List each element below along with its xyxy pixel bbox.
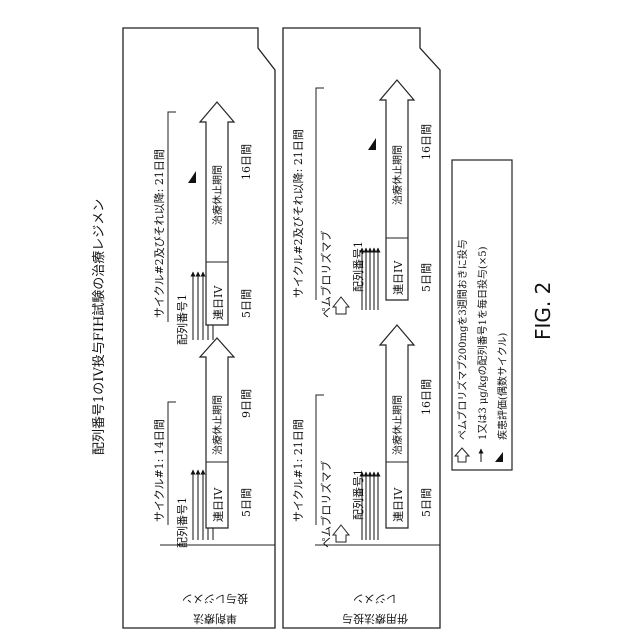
combo-cycle1-label: サイクル#1: 21日間 — [292, 419, 305, 522]
combination-panel-label: 併用療法投与 レジメン — [342, 592, 408, 626]
combo-cycle1-daily-iv: 連日IV — [391, 487, 405, 522]
monotherapy-label-line2: 投与レジメン — [182, 592, 248, 606]
legend-assessment-marker-icon — [495, 452, 503, 462]
combo-cycle1-pembro-label: ペムブロリズマブ — [319, 461, 333, 548]
monotherapy-panel: 単剤療法 投与レジメン サイクル#1: 14日間 配列番号1 連日IV 治療休止… — [123, 28, 275, 628]
legend-pembro-text: ペムブロリズマブ200mgを3週間おきに投与 — [456, 239, 469, 440]
combo-cycle2-drug-label: 配列番号1 — [351, 241, 365, 292]
combination-panel: 併用療法投与 レジメン サイクル#1: 21日間 ペムブロリズマブ 配列番号1 … — [283, 28, 440, 628]
mono-cycle1-days-on: 5日間 — [240, 488, 253, 517]
mono-cycle1-drug-label: 配列番号1 — [175, 497, 189, 548]
combo-cycle2-pembro-arrow — [333, 297, 349, 314]
mono-cycle1-label: サイクル#1: 14日間 — [153, 419, 166, 522]
mono-cycle2-daily-iv: 連日IV — [211, 285, 225, 320]
mono-cycle2-days-on: 5日間 — [240, 289, 253, 318]
combo-cycle1-drug-label: 配列番号1 — [351, 469, 365, 520]
mono-cycle1: サイクル#1: 14日間 配列番号1 連日IV 治療休止期間 5日間 9日間 — [153, 338, 253, 548]
combo-cycle2-rest-label: 治療休止期間 — [391, 145, 404, 205]
mono-cycle2-days-rest: 16日間 — [240, 144, 253, 180]
mono-cycle1-rest-label: 治療休止期間 — [211, 395, 224, 455]
monotherapy-panel-label: 単剤療法 投与レジメン — [182, 592, 248, 626]
mono-cycle2-assessment-marker — [188, 171, 196, 183]
combo-cycle2-label: サイクル#2及びそれ以降: 21日間 — [291, 129, 305, 298]
legend-pembro-arrow-icon — [455, 448, 469, 462]
combo-cycle1-days-on: 5日間 — [420, 488, 433, 517]
combo-cycle1-pembro-arrow — [333, 525, 349, 542]
combo-cycle1: サイクル#1: 21日間 ペムブロリズマブ 配列番号1 連日IV 治療休止期間 … — [292, 325, 433, 548]
mono-cycle1-daily-iv: 連日IV — [211, 487, 225, 522]
legend: ペムブロリズマブ200mgを3週間おきに投与 1又は3 μg/kgの配列番号1を… — [452, 160, 512, 470]
combo-cycle2-pembro-label: ペムブロリズマブ — [319, 231, 333, 318]
combo-cycle1-rest-label: 治療休止期間 — [391, 395, 404, 455]
mono-cycle2: サイクル#2及びそれ以降: 21日間 配列番号1 連日IV 治療休止期間 5日間… — [152, 102, 253, 345]
mono-cycle2-label: サイクル#2及びそれ以降: 21日間 — [152, 149, 166, 318]
mono-cycle1-days-rest: 9日間 — [240, 389, 253, 418]
combo-cycle2-assessment-marker — [368, 138, 376, 150]
legend-assessment-text: 疾患評価(偶数サイクル) — [496, 333, 509, 440]
page-title: 配列番号1のIV投与FIH試験の治療レジメン — [91, 199, 107, 455]
combination-label-line2: レジメン — [353, 592, 397, 605]
monotherapy-label-line1: 単剤療法 — [193, 612, 237, 626]
combo-cycle2-days-on: 5日間 — [420, 263, 433, 292]
mono-cycle2-rest-label: 治療休止期間 — [211, 165, 224, 225]
combo-cycle2-days-rest: 16日間 — [420, 124, 433, 160]
combination-label-line1: 併用療法投与 — [342, 612, 408, 626]
mono-cycle2-drug-label: 配列番号1 — [175, 294, 189, 345]
combo-cycle1-days-rest: 16日間 — [420, 379, 433, 415]
legend-daily-text: 1又は3 μg/kgの配列番号1を毎日投与(×5) — [476, 246, 489, 440]
figure-label: FIG. 2 — [531, 282, 555, 340]
combo-cycle2-daily-iv: 連日IV — [391, 260, 405, 295]
combo-cycle2: サイクル#2及びそれ以降: 21日間 ペムブロリズマブ 配列番号1 連日IV 治… — [291, 80, 433, 318]
